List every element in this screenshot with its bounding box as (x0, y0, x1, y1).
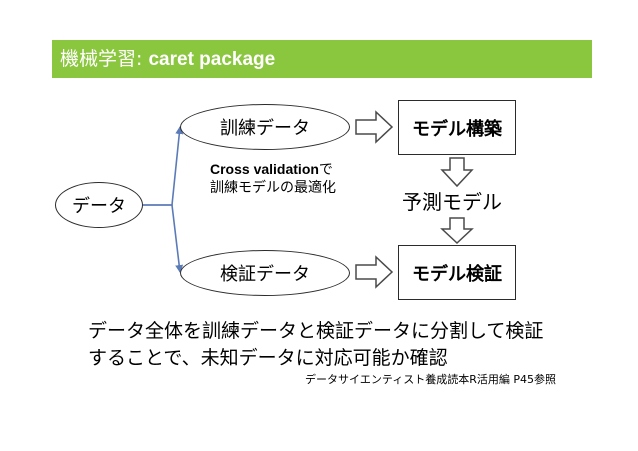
test-data-node: 検証データ (180, 250, 350, 296)
summary-line-2: することで、未知データに対応可能か確認 (88, 347, 448, 369)
data-node: データ (55, 182, 143, 228)
cv-note-emphasis: Cross validation (210, 161, 319, 177)
model-verify-node: モデル検証 (398, 245, 516, 300)
model-build-node: モデル構築 (398, 100, 516, 155)
reference-citation: データサイエンティスト養成読本R活用編 P45参照 (305, 373, 556, 386)
split-arrow-to-train (143, 126, 184, 206)
cv-note-line1: Cross validationで (210, 160, 336, 179)
slide-title-separator: : (136, 48, 149, 70)
summary-text: データ全体を訓練データと検証データに分割して検証 することで、未知データに対応可… (88, 318, 543, 372)
slide-title: 機械学習: caret package (60, 48, 275, 71)
summary-line-1: データ全体を訓練データと検証データに分割して検証 (88, 320, 544, 342)
block-arrow-predict-to-verify (440, 217, 474, 245)
predictive-model-label: 予測モデル (402, 190, 502, 214)
cv-note-suffix: で (318, 162, 333, 178)
split-arrow-to-test (143, 204, 184, 273)
block-arrow-test-to-verify (355, 255, 394, 289)
title-bar: 機械学習: caret package (52, 40, 592, 78)
cross-validation-note: Cross validationで 訓練モデルの最適化 (210, 160, 336, 197)
cv-note-line2: 訓練モデルの最適化 (210, 180, 336, 196)
slide-title-main: 機械学習 (60, 48, 137, 70)
block-arrow-build-to-predict (440, 157, 474, 188)
training-data-node: 訓練データ (180, 104, 350, 150)
slide-title-sub: caret package (148, 49, 276, 70)
block-arrow-train-to-build (355, 110, 394, 144)
